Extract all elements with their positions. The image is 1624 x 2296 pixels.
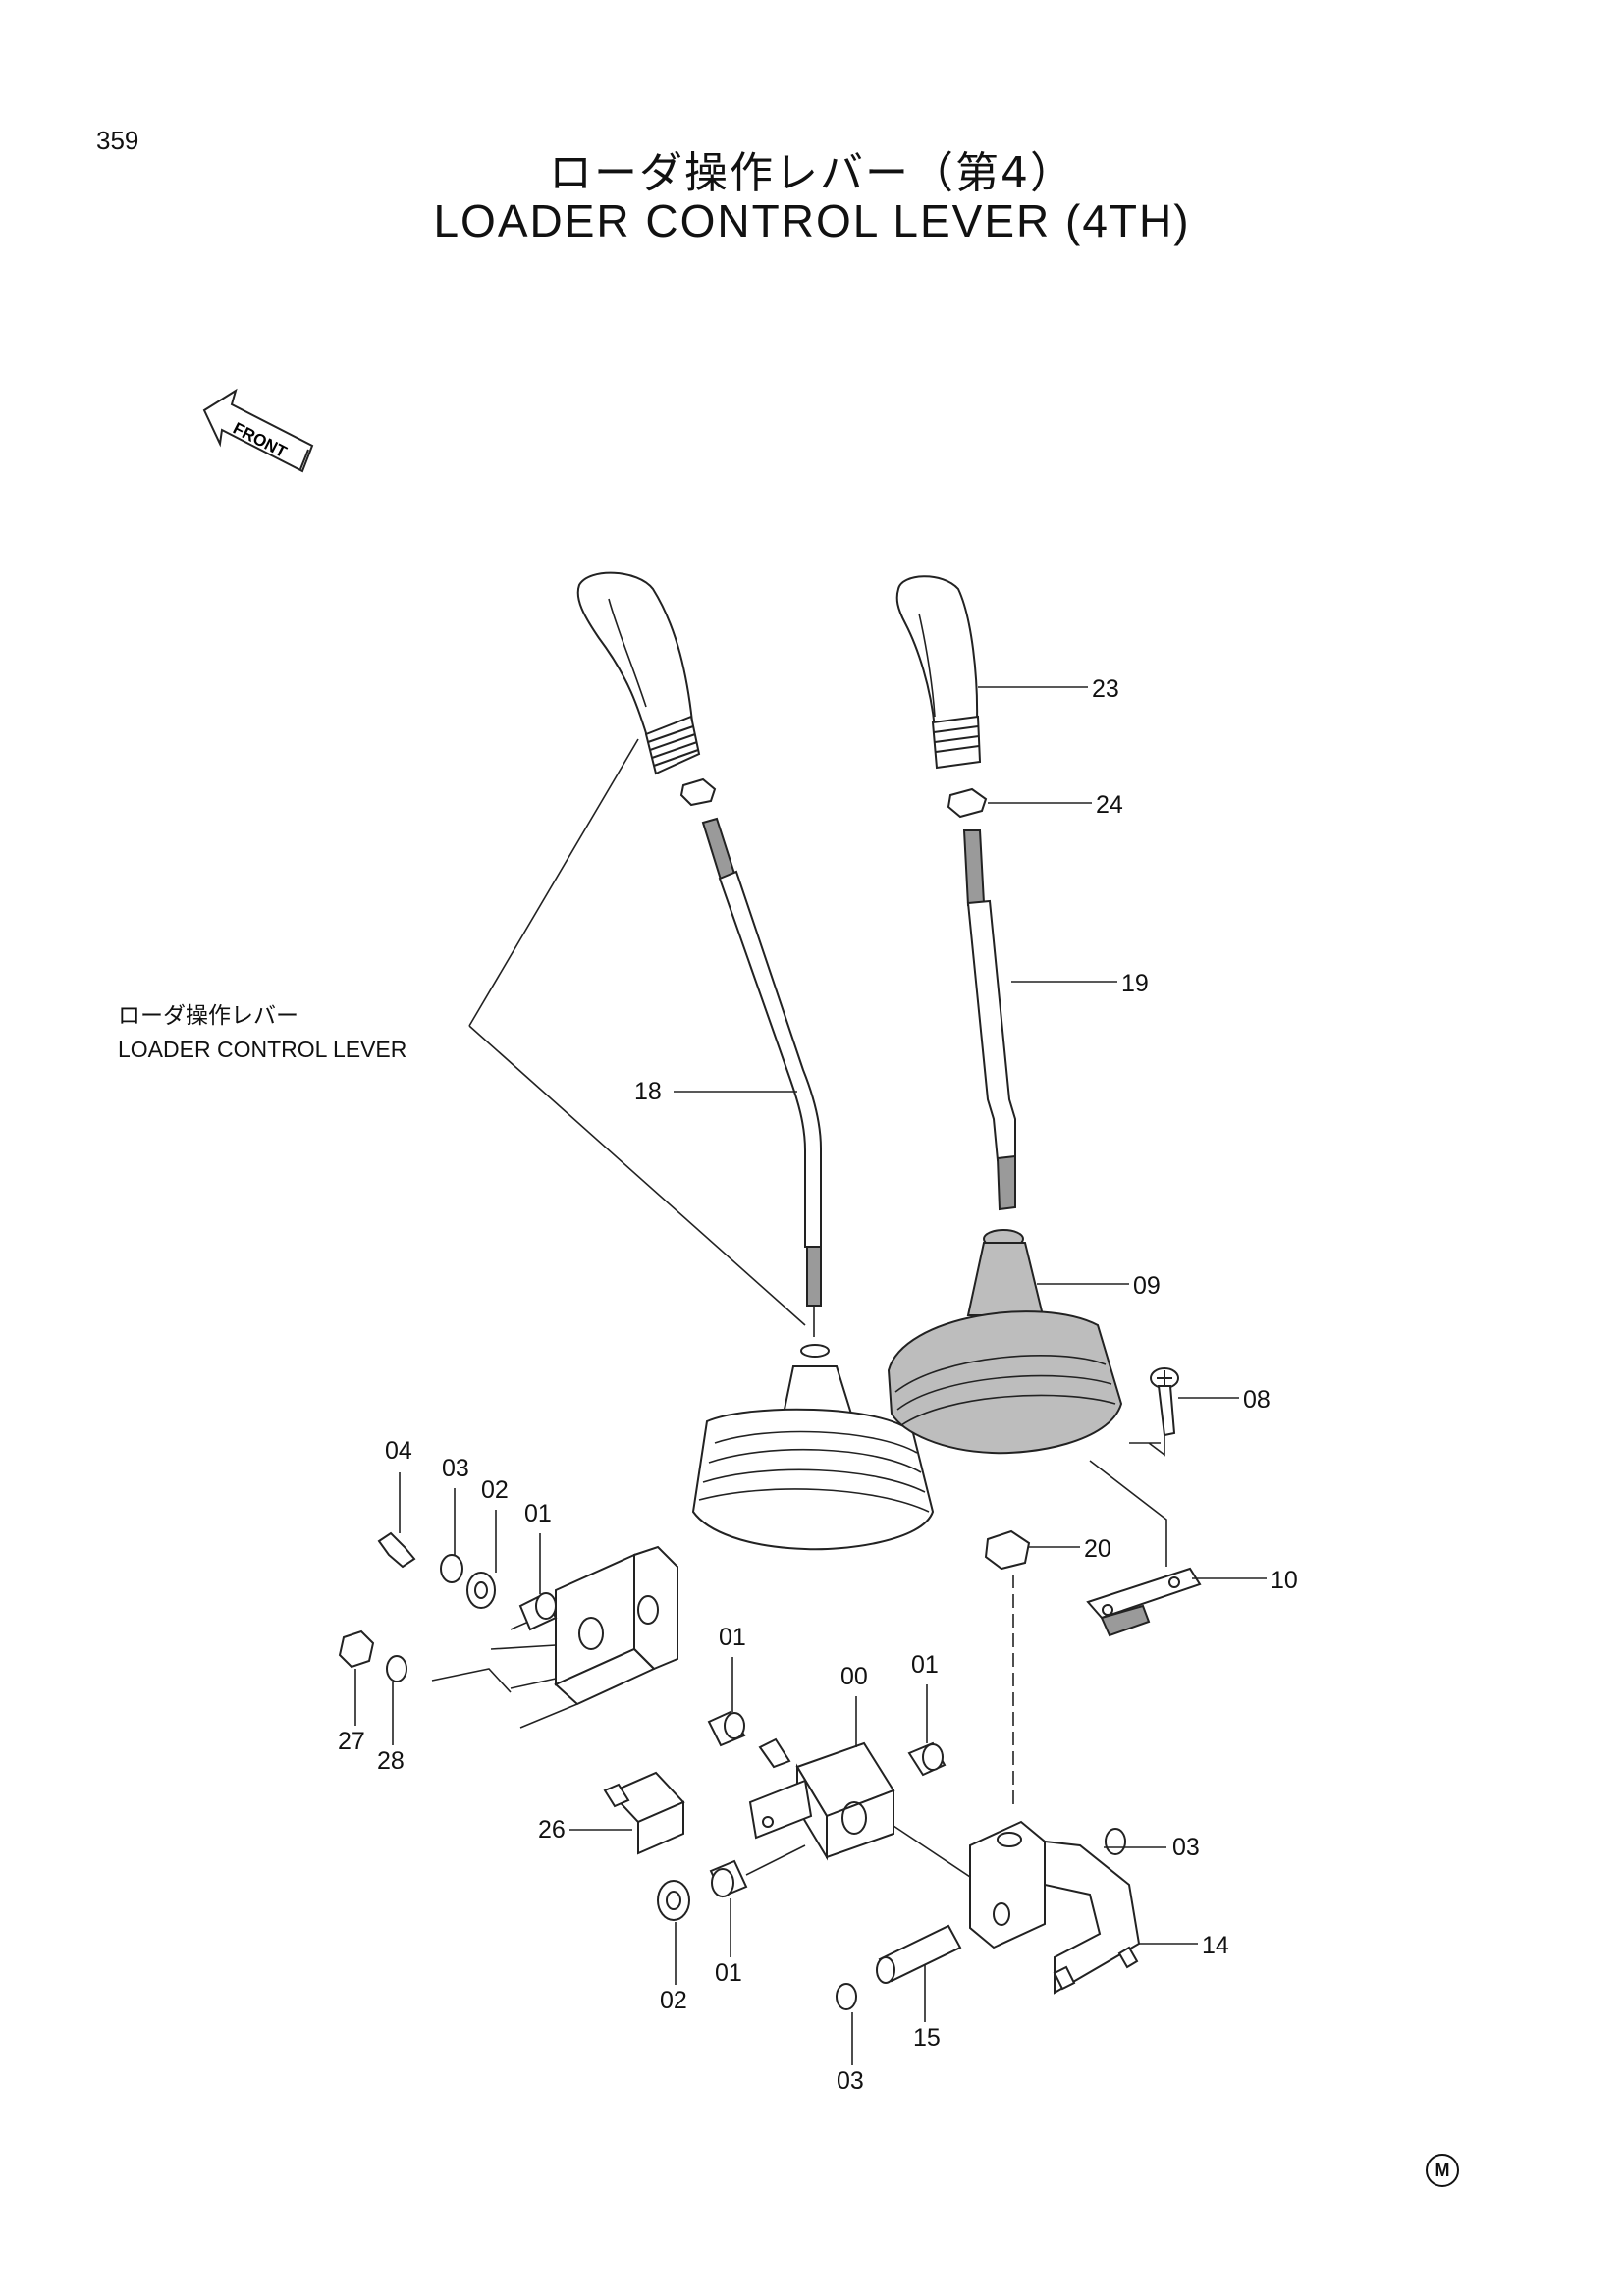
part-label-02-bottom: 02 (660, 1987, 687, 2014)
part-label-24: 24 (1096, 791, 1123, 819)
callout-english: LOADER CONTROL LEVER (118, 1037, 407, 1062)
part-label-03-bottom: 03 (837, 2067, 864, 2095)
washer-28 (386, 1655, 407, 1745)
page-number: 359 (96, 126, 139, 155)
bushing-01b (707, 1657, 746, 1747)
part-label-10: 10 (1271, 1567, 1298, 1594)
callout-leaders (468, 738, 806, 1326)
plate-26 (569, 1771, 685, 1855)
callout-japanese: ローダ操作レバー (118, 1003, 298, 1029)
part-label-27: 27 (338, 1728, 365, 1755)
right-lever-boot-09 (887, 1229, 1123, 1455)
left-lever-boot (691, 1344, 935, 1551)
part-label-01-bottom: 01 (715, 1959, 742, 1987)
left-lever-knob (576, 571, 701, 775)
label-leaders (674, 686, 1267, 1579)
part-label-00: 00 (840, 1663, 868, 1690)
left-lever-nut (679, 777, 717, 807)
pivot-block-00 (748, 1696, 983, 1886)
part-label-14: 14 (1202, 1932, 1229, 1959)
part-label-02-top: 02 (481, 1476, 509, 1504)
bracket-frame (431, 1545, 678, 1729)
part-label-20: 20 (1084, 1535, 1111, 1563)
front-arrow-icon: FRONT (202, 388, 314, 473)
washer-02b (657, 1880, 690, 1985)
part-label-04: 04 (385, 1437, 412, 1465)
bushing-01d (709, 1844, 806, 1957)
snap-ring-03a (440, 1488, 463, 1583)
nut-20 (984, 1529, 1031, 1806)
right-lever-rod-19 (962, 829, 1016, 1211)
part-label-03-top: 03 (442, 1455, 469, 1482)
snap-ring-03c (836, 1983, 857, 2065)
part-label-01-mid-right: 01 (911, 1651, 939, 1679)
loader-control-lever-callout: ローダ操作レバー LOADER CONTROL LEVER (118, 999, 406, 1066)
right-lever-knob-23 (895, 575, 982, 770)
bolt-04 (377, 1472, 416, 1569)
part-label-18: 18 (634, 1078, 662, 1105)
screw-08 (1129, 1367, 1179, 1457)
title-japanese: ローダ操作レバー（第4） (549, 148, 1075, 198)
snap-ring-03b (1105, 1828, 1126, 1855)
left-lever-rod (701, 817, 822, 1337)
part-label-26: 26 (538, 1816, 566, 1843)
right-lever-nut-24 (947, 787, 988, 819)
washer-02a (466, 1510, 497, 1609)
part-label-15: 15 (913, 2024, 941, 2052)
pin-15 (876, 1924, 962, 2022)
bracket-10 (1086, 1460, 1202, 1637)
bushing-01a (518, 1533, 558, 1631)
title-english: LOADER CONTROL LEVER (4TH) (433, 195, 1191, 246)
part-label-19: 19 (1121, 970, 1149, 997)
part-label-03-right: 03 (1172, 1834, 1200, 1861)
part-label-08: 08 (1243, 1386, 1271, 1414)
support-bracket-14 (969, 1820, 1198, 1995)
part-label-01-mid-left: 01 (719, 1624, 746, 1651)
part-label-23: 23 (1092, 675, 1119, 703)
part-label-09: 09 (1133, 1272, 1161, 1300)
corner-m-mark: M (1426, 2154, 1459, 2187)
part-label-01-top: 01 (524, 1500, 552, 1527)
part-label-28: 28 (377, 1747, 405, 1775)
nut-27 (338, 1629, 375, 1726)
bushing-01c (907, 1684, 947, 1777)
